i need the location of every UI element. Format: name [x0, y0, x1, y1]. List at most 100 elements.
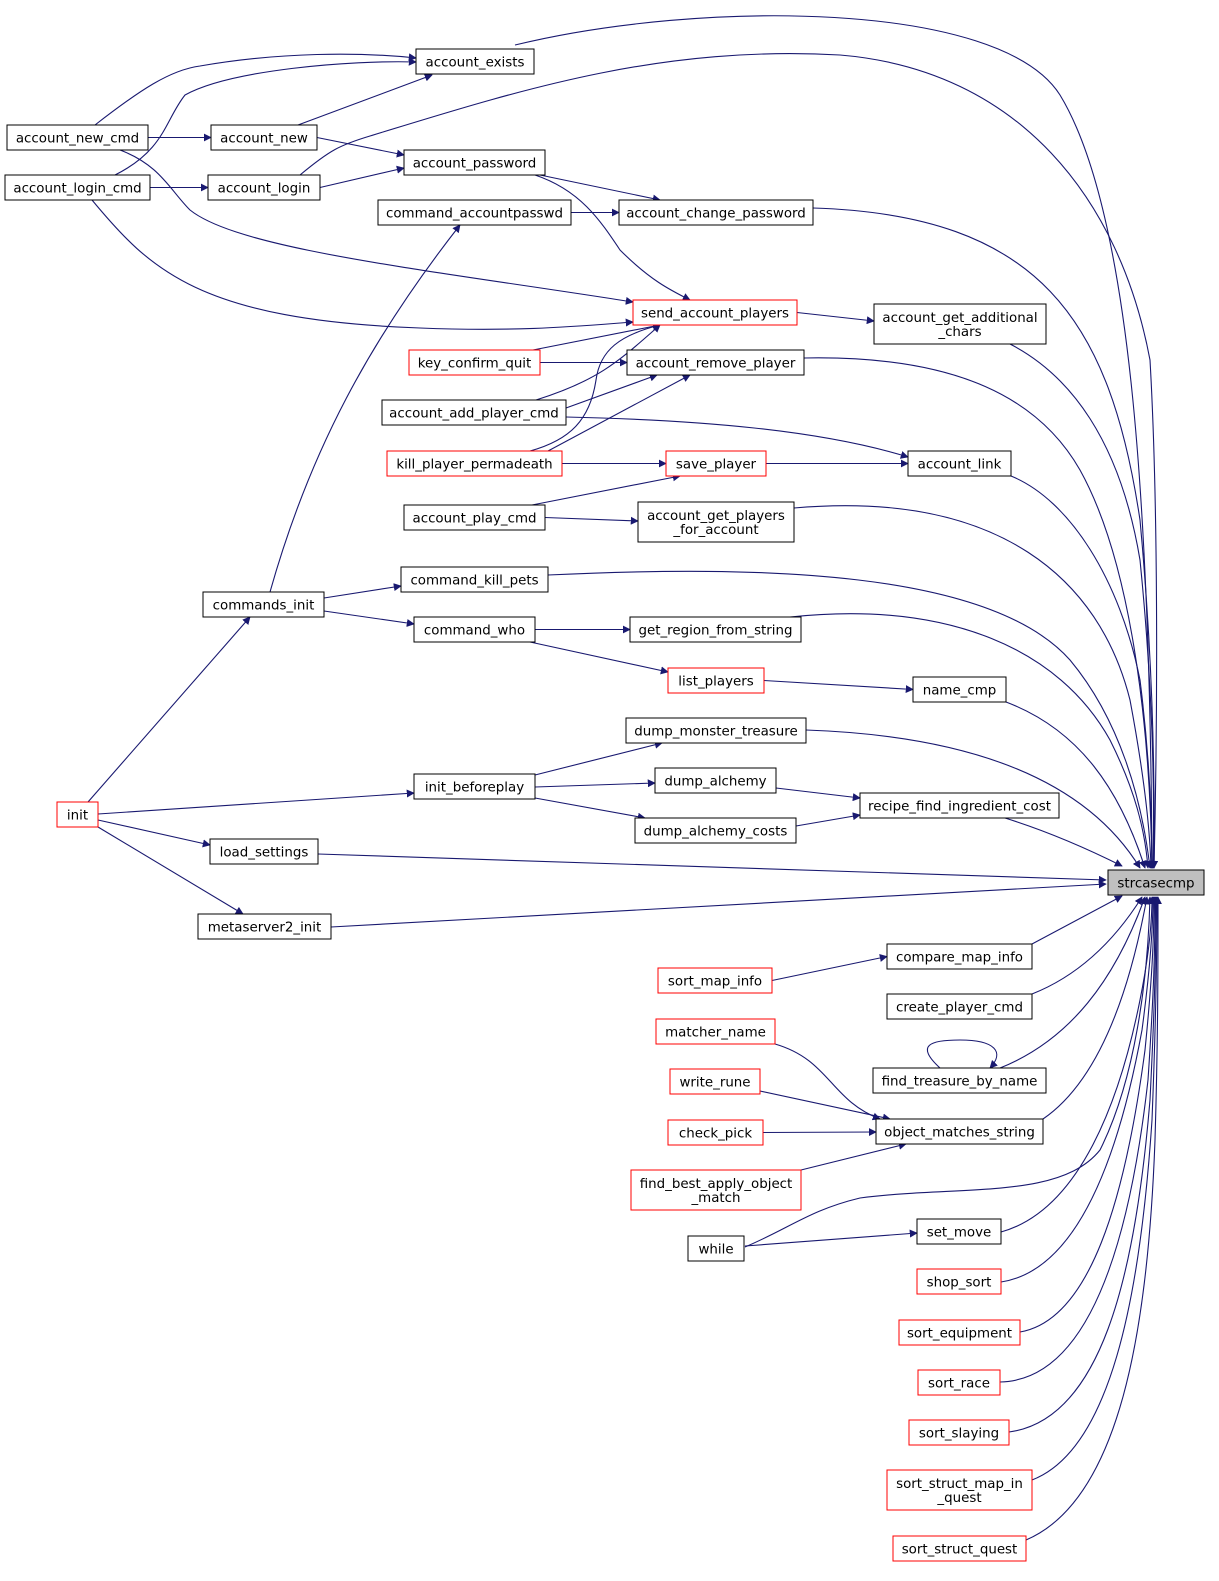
node-create-player-cmd[interactable]: create_player_cmd: [886, 993, 1033, 1020]
node-box: [413, 616, 536, 643]
node-account-new-cmd[interactable]: account_new_cmd: [6, 124, 149, 151]
edge-account_get_additional_chars-to-strcasecmp: [1009, 343, 1158, 869]
node-recipe-find-ingredient-cost[interactable]: recipe_find_ingredient_cost: [859, 792, 1060, 819]
node-label: sort_struct_quest: [902, 1543, 1018, 1558]
node-box: [625, 717, 807, 744]
node-box: [669, 1068, 761, 1095]
node-label: get_region_from_string: [638, 624, 792, 639]
node-label: account_password: [413, 157, 537, 172]
edge-account_new_cmd-to-send_account_players: [119, 149, 634, 305]
edge-set_move-to-strcasecmp: [1000, 896, 1156, 1233]
node-find-treasure-by-name[interactable]: find_treasure_by_name: [872, 1067, 1047, 1094]
node-account-add-player-cmd[interactable]: account_add_player_cmd: [381, 399, 567, 426]
node-sort-race[interactable]: sort_race: [917, 1369, 1001, 1396]
node-box: [886, 943, 1033, 970]
node-name-cmp[interactable]: name_cmp: [912, 676, 1007, 703]
node-account-exists[interactable]: account_exists: [415, 48, 535, 75]
node-account-new[interactable]: account_new: [210, 124, 318, 151]
node-get-region-from-string[interactable]: get_region_from_string: [629, 616, 802, 643]
edge-shop_sort-to-strcasecmp: [1000, 896, 1157, 1283]
edge-sort_slaying-to-strcasecmp: [1008, 896, 1160, 1433]
edge-account_login-to-strcasecmp: [299, 53, 1159, 869]
node-account-login-cmd[interactable]: account_login_cmd: [4, 174, 151, 201]
node-kill-player-permadeath[interactable]: kill_player_permadeath: [386, 450, 563, 477]
node-save-player[interactable]: save_player: [665, 450, 767, 477]
edge-init-to-commands_init: [87, 616, 251, 803]
node-label: command_accountpasswd: [386, 207, 563, 222]
node-label: account_login_cmd: [13, 182, 141, 197]
node-box: [415, 48, 535, 75]
node-while[interactable]: while: [687, 1235, 745, 1262]
edge-account_new_cmd-to-account_exists: [94, 53, 417, 126]
node-box: [6, 124, 149, 151]
node-label: account_new: [220, 132, 308, 147]
node-list-players[interactable]: list_players: [667, 667, 765, 694]
node-set-move[interactable]: set_move: [916, 1218, 1002, 1245]
node-shop-sort[interactable]: shop_sort: [916, 1268, 1002, 1295]
node-account-get-additional-chars[interactable]: account_get_additional_chars: [873, 303, 1047, 345]
node-find-best-apply-object-match[interactable]: find_best_apply_object_match: [630, 1169, 802, 1211]
node-account-play-cmd[interactable]: account_play_cmd: [403, 504, 546, 531]
node-sort-map-info[interactable]: sort_map_info: [657, 967, 773, 994]
edge-commands_init-to-command_who: [323, 610, 415, 627]
node-commands-init[interactable]: commands_init: [202, 591, 325, 618]
node-account-link[interactable]: account_link: [907, 450, 1012, 477]
node-compare-map-info[interactable]: compare_map_info: [886, 943, 1033, 970]
node-dump-alchemy-costs[interactable]: dump_alchemy_costs: [634, 817, 797, 844]
edge-init_beforeplay-to-dump_alchemy: [534, 779, 656, 788]
edge-metaserver2_init-to-strcasecmp: [330, 880, 1107, 928]
node-box: [859, 792, 1060, 819]
node-load-settings[interactable]: load_settings: [209, 838, 319, 865]
node-write-rune[interactable]: write_rune: [669, 1068, 761, 1095]
node-box: [886, 1469, 1033, 1511]
node-send-account-players[interactable]: send_account_players: [632, 299, 798, 326]
node-command-accountpasswd[interactable]: command_accountpasswd: [377, 199, 572, 226]
node-account-change-password[interactable]: account_change_password: [618, 199, 814, 226]
edge-commands_init-to-command_kill_pets: [323, 583, 402, 599]
node-label: commands_init: [213, 599, 315, 614]
node-label: list_players: [678, 675, 753, 690]
node-box: [917, 1369, 1001, 1396]
node-account-remove-player[interactable]: account_remove_player: [626, 349, 805, 376]
edge-command_who-to-list_players: [529, 641, 669, 675]
node-box: [400, 566, 549, 593]
node-label: sort_slaying: [919, 1427, 999, 1442]
node-box: [626, 349, 805, 376]
node-box: [56, 801, 99, 828]
node-sort-slaying[interactable]: sort_slaying: [908, 1419, 1010, 1446]
node-dump-monster-treasure[interactable]: dump_monster_treasure: [625, 717, 807, 744]
node-init[interactable]: init: [56, 801, 99, 828]
node-label: check_pick: [679, 1127, 752, 1142]
node-dump-alchemy[interactable]: dump_alchemy: [654, 767, 777, 794]
node-label: account_remove_player: [636, 357, 796, 372]
node-key-confirm-quit[interactable]: key_confirm_quit: [408, 349, 541, 376]
node-label: create_player_cmd: [896, 1001, 1023, 1016]
edge-account_password-to-account_change_password: [539, 174, 661, 203]
node-sort-struct-map-in-quest[interactable]: sort_struct_map_in_quest: [886, 1469, 1033, 1511]
edge-account_play_cmd-to-save_player: [531, 473, 681, 506]
node-sort-equipment[interactable]: sort_equipment: [898, 1319, 1021, 1346]
edge-account_add_player_cmd-to-account_link: [565, 416, 909, 459]
node-metaserver2-init[interactable]: metaserver2_init: [197, 913, 332, 940]
node-label: account_add_player_cmd: [389, 407, 559, 422]
edge-account_add_player_cmd-to-send_account_players: [535, 324, 661, 401]
node-account-get-players-for-account[interactable]: account_get_players_for_account: [637, 501, 795, 543]
node-label: load_settings: [220, 846, 309, 861]
node-account-login[interactable]: account_login: [207, 174, 321, 201]
node-label: name_cmp: [923, 684, 997, 699]
node-object-matches-string[interactable]: object_matches_string: [875, 1118, 1044, 1145]
node-strcasecmp[interactable]: strcasecmp: [1107, 869, 1205, 896]
node-label: account_link: [918, 458, 1002, 473]
node-command-who[interactable]: command_who: [413, 616, 536, 643]
edge-init-to-metaserver2_init: [97, 826, 244, 915]
edge-dump_alchemy-to-recipe_find_ingredient_cost: [775, 787, 861, 802]
edge-list_players-to-name_cmp: [763, 679, 914, 694]
node-command-kill-pets[interactable]: command_kill_pets: [400, 566, 549, 593]
node-label: metaserver2_init: [208, 921, 322, 936]
node-sort-struct-quest[interactable]: sort_struct_quest: [892, 1535, 1027, 1562]
node-matcher-name[interactable]: matcher_name: [655, 1018, 776, 1045]
node-check-pick[interactable]: check_pick: [667, 1119, 764, 1146]
node-init-beforeplay[interactable]: init_beforeplay: [413, 773, 536, 800]
node-account-password[interactable]: account_password: [403, 149, 546, 176]
